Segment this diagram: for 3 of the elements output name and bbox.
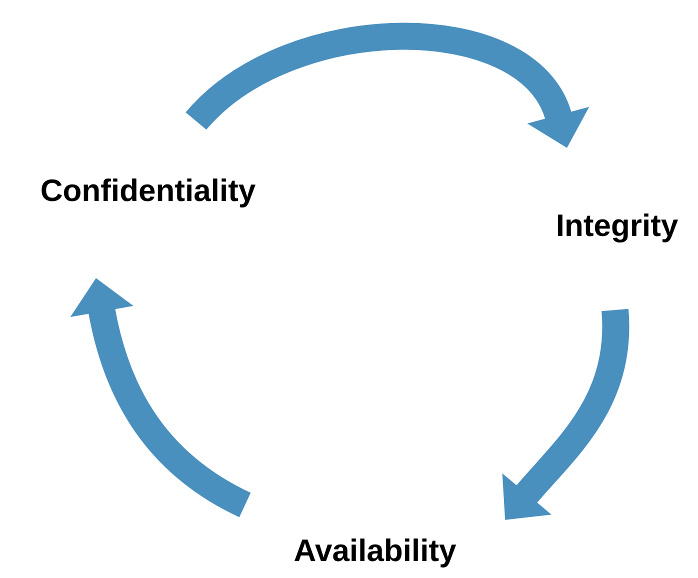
label-text: Availability <box>294 538 456 568</box>
label-text: Confidentiality <box>42 178 256 208</box>
label-text: Integrity <box>558 213 678 243</box>
